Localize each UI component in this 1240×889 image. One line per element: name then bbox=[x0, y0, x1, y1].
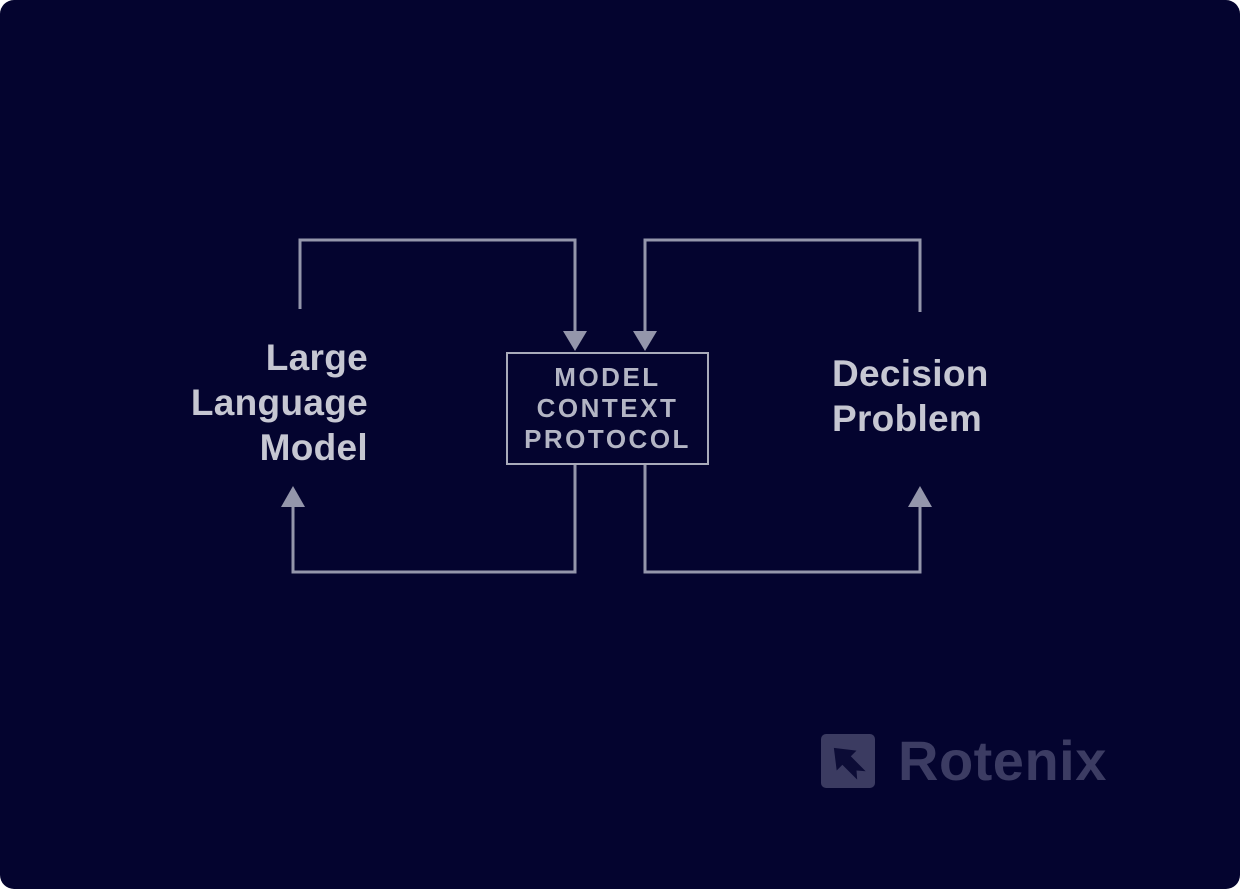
arrowhead-down-icon bbox=[633, 331, 657, 351]
mcp-label-line: MODEL bbox=[554, 362, 661, 392]
edge-mcp-to-llm bbox=[281, 465, 577, 574]
edge-decision-to-mcp bbox=[633, 238, 922, 351]
decision-label-line: Decision bbox=[832, 353, 989, 394]
mcp-label-line: PROTOCOL bbox=[524, 424, 691, 454]
arrowhead-up-icon bbox=[281, 486, 305, 507]
arrowhead-down-icon bbox=[563, 331, 587, 351]
arrow-up-left-box-icon bbox=[821, 734, 875, 788]
brand-name: Rotenix bbox=[898, 729, 1107, 792]
decision-label-line: Problem bbox=[832, 398, 983, 439]
mcp-label-line: CONTEXT bbox=[536, 393, 679, 423]
node-large-language-model: Large Language Model bbox=[48, 335, 368, 470]
arrowhead-up-icon bbox=[908, 486, 932, 507]
node-decision-problem: Decision Problem bbox=[832, 351, 1152, 441]
llm-label-line: Model bbox=[259, 427, 368, 468]
node-model-context-protocol: MODEL CONTEXT PROTOCOL bbox=[506, 352, 709, 465]
llm-label-line: Large bbox=[265, 337, 368, 378]
brand-logo: Rotenix bbox=[821, 733, 1107, 789]
edge-mcp-to-decision bbox=[643, 465, 932, 574]
llm-label-line: Language bbox=[190, 382, 368, 423]
